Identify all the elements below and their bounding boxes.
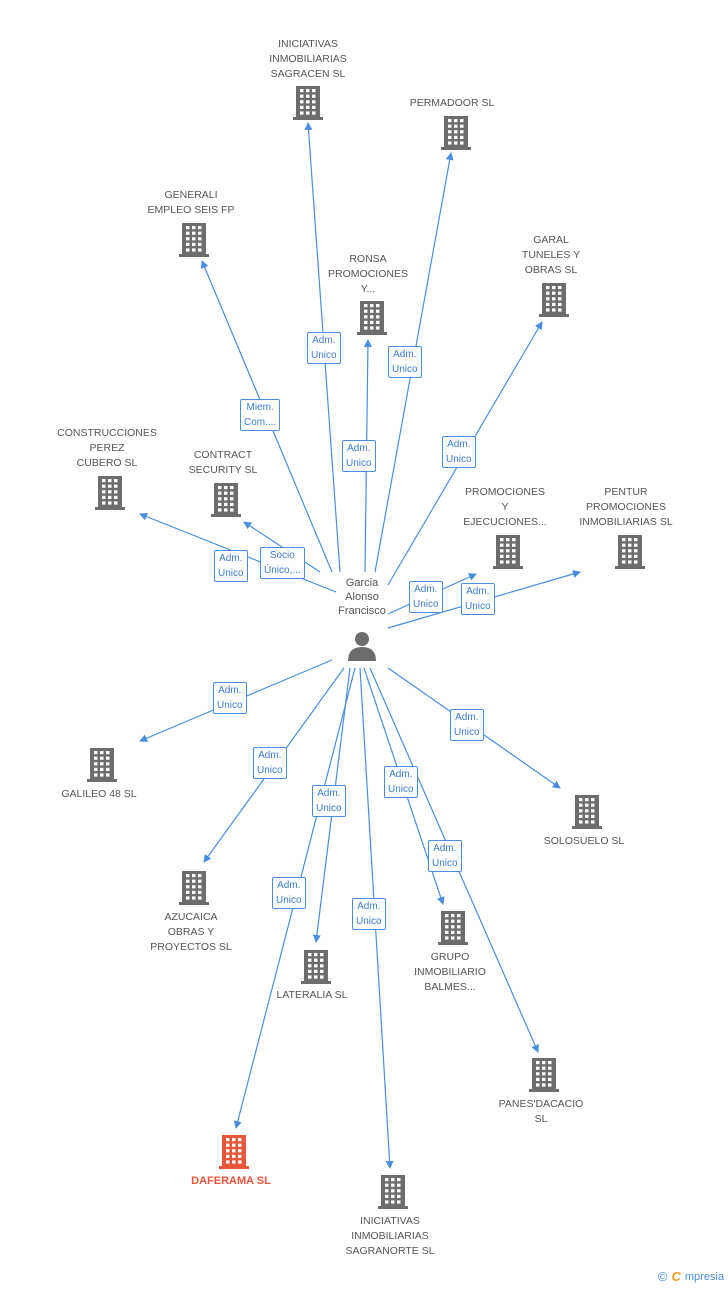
person-icon[interactable] [348,632,376,661]
edge-label-grupo[interactable]: Adm. Unico [384,766,418,798]
company-label-garal[interactable]: GARAL TUNELES Y OBRAS SL [521,234,581,276]
brand-initial: C [671,1269,681,1284]
building-icon-construcciones [95,476,125,510]
edge-label-galileo[interactable]: Adm. Unico [213,682,247,714]
company-label-promociones[interactable]: PROMOCIONES Y EJECUCIONES... [463,486,547,528]
edge-label-sagranorte[interactable]: Adm. Unico [352,898,386,930]
edge-label-pentur[interactable]: Adm. Unico [461,583,495,615]
edge-label-contract[interactable]: Socio Único,... [260,547,305,579]
company-label-lateralia[interactable]: LATERALIA SL [276,989,348,1001]
edge-label-sagracen[interactable]: Adm. Unico [307,332,341,364]
building-icon-lateralia [301,950,331,984]
edge-label-permadoor[interactable]: Adm. Unico [388,346,422,378]
company-label-sagracen[interactable]: INICIATIVAS INMOBILIARIAS SAGRACEN SL [269,38,347,80]
building-icon-ronsa [357,301,387,335]
building-icon-sagranorte [378,1175,408,1209]
building-icon-contract [211,483,241,517]
building-icon-generali [179,223,209,257]
company-label-generali[interactable]: GENERALI EMPLEO SEIS FP [147,189,235,216]
building-icon-galileo [87,748,117,782]
edge-label-construcciones[interactable]: Adm. Unico [214,550,248,582]
building-icon-grupo [438,911,468,945]
edge-label-panes[interactable]: Adm. Unico [428,840,462,872]
edge-label-ronsa[interactable]: Adm. Unico [342,440,376,472]
company-label-construcciones[interactable]: CONSTRUCCIONES PEREZ CUBERO SL [57,427,157,469]
company-label-grupo[interactable]: GRUPO INMOBILIARIO BALMES... [414,951,486,993]
company-label-contract[interactable]: CONTRACT SECURITY SL [188,449,258,476]
company-label-panes[interactable]: PANES'DACACIO SL [498,1098,584,1125]
copyright-symbol: © [657,1269,668,1284]
building-icon-azucaica [179,871,209,905]
company-label-permadoor[interactable]: PERMADOOR SL [409,97,495,109]
building-icon-garal [539,283,569,317]
company-label-solosuelo[interactable]: SOLOSUELO SL [543,835,625,847]
company-label-galileo[interactable]: GALILEO 48 SL [61,788,137,800]
company-label-azucaica[interactable]: AZUCAICA OBRAS Y PROYECTOS SL [150,911,232,953]
edge-label-azucaica[interactable]: Adm. Unico [253,747,287,779]
company-label-sagranorte[interactable]: INICIATIVAS INMOBILIARIAS SAGRANORTE SL [345,1215,435,1257]
building-icon-panes [529,1058,559,1092]
building-icon-solosuelo [572,795,602,829]
building-icon-sagracen [293,86,323,120]
edge-label-daferama[interactable]: Adm. Unico [272,877,306,909]
company-label-pentur[interactable]: PENTUR PROMOCIONES INMOBILIARIAS SL [579,486,673,528]
company-label-daferama[interactable]: DAFERAMA SL [191,1175,271,1187]
edge-label-generali[interactable]: Miem. Com.... [240,399,281,431]
edge-label-lateralia[interactable]: Adm. Unico [312,785,346,817]
brand-name: mpresia [684,1270,724,1283]
company-label-ronsa[interactable]: RONSA PROMOCIONES Y... [328,253,408,295]
edge-label-solosuelo[interactable]: Adm. Unico [450,709,484,741]
building-icon-daferama [219,1135,249,1169]
building-icon-pentur [615,535,645,569]
center-person-label: Garcia Alonso Francisco [338,577,386,617]
edge-label-promociones[interactable]: Adm. Unico [409,581,443,613]
building-icon-promociones [493,535,523,569]
building-icon-permadoor [441,116,471,150]
edge-label-garal[interactable]: Adm. Unico [442,436,476,468]
